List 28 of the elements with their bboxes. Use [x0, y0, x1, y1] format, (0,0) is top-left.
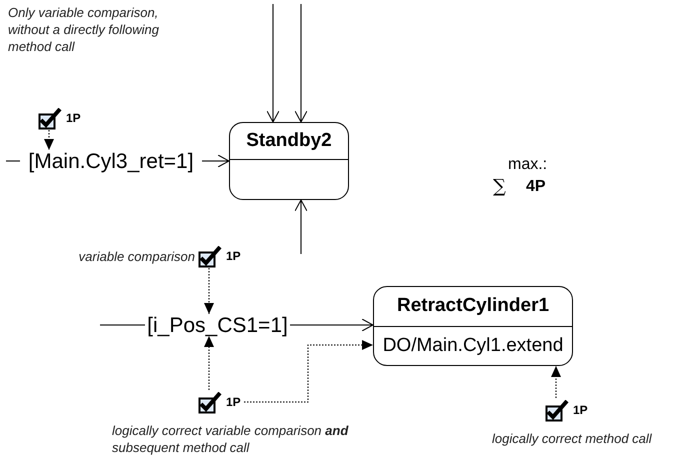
state-name: Standby2	[246, 128, 332, 153]
points-label: 1P	[226, 396, 241, 408]
score-label: 4P	[526, 179, 546, 195]
dotted-arrow	[244, 340, 374, 402]
sum-symbol: ∑	[493, 178, 506, 196]
state-box	[373, 286, 573, 366]
transition-arrow	[266, 4, 280, 122]
points-label: 1P	[573, 404, 588, 416]
transition-arrow	[294, 4, 308, 122]
transition-line	[100, 324, 146, 326]
state-action: DO/Main.Cyl1.extend	[382, 334, 564, 358]
annotation-text: logically correct method call	[492, 430, 653, 447]
dotted-arrow	[204, 336, 214, 390]
dotted-arrow	[204, 268, 214, 314]
annotation-text: logically correct variable comparison and subsequent method call	[112, 422, 350, 456]
points-label: 1P	[226, 250, 241, 262]
points-label: 1P	[66, 112, 81, 124]
dotted-arrow	[551, 366, 561, 398]
dotted-arrow	[44, 130, 54, 150]
annotation-text: variable comparison	[78, 248, 195, 265]
state-name: RetractCylinder1	[396, 294, 550, 318]
transition-arrow	[294, 200, 308, 254]
transition-arrow	[202, 154, 230, 168]
annotation-text: Only variable comparison, without a directly following method call	[8, 4, 160, 55]
state-box	[229, 122, 349, 200]
transition-arrow	[290, 318, 374, 332]
transition-line	[6, 160, 20, 162]
score-label: max.:	[508, 157, 548, 173]
